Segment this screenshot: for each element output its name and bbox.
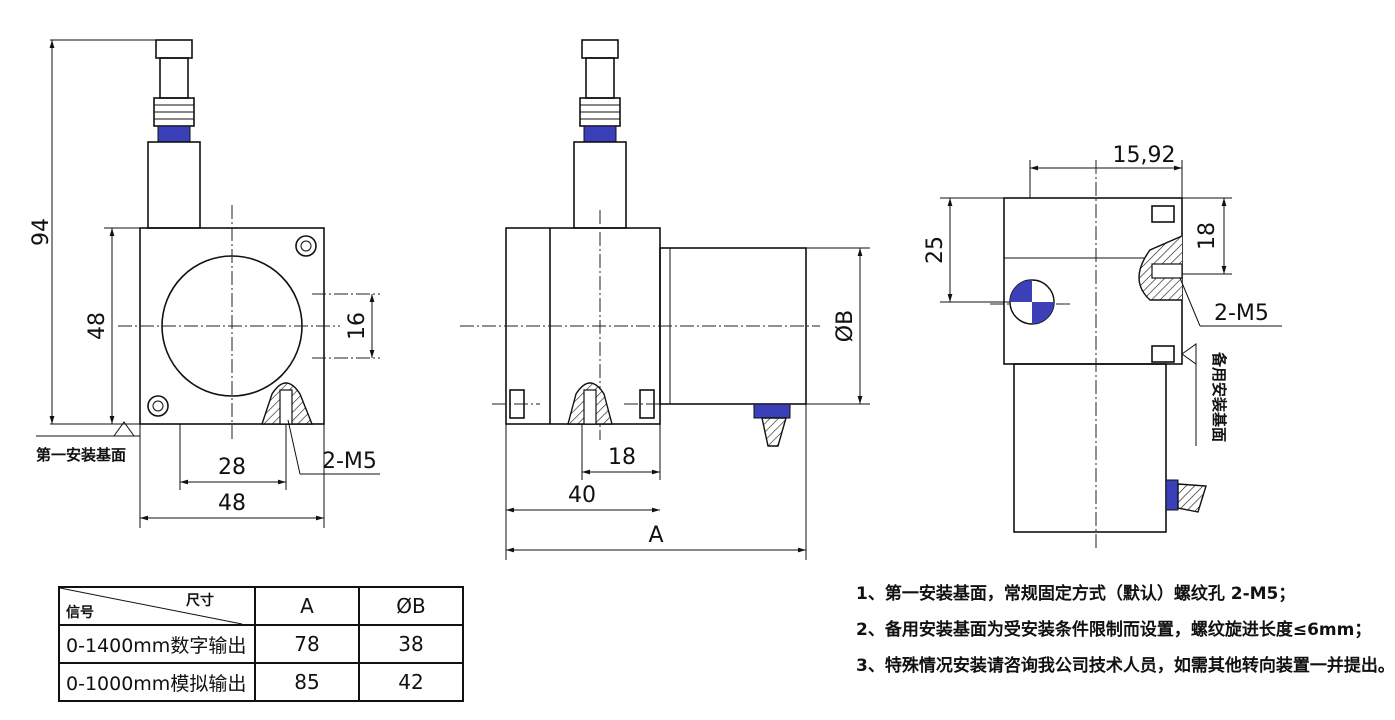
- table-corner-header: 信号 尺寸: [58, 586, 256, 626]
- front-thread-label: 2-M5: [322, 449, 377, 474]
- rope-outlet-ring: [157, 125, 191, 143]
- table-row: 0-1400mm数字输出 78 38: [58, 624, 464, 664]
- top-dim-25-text: 25: [923, 236, 948, 264]
- row-label: 0-1400mm数字输出: [58, 624, 256, 664]
- side-view: 18 40 A ØB: [460, 39, 870, 560]
- top-dim-18-text: 18: [1195, 222, 1220, 250]
- side-dim-a-text: A: [648, 523, 663, 548]
- header-diagonal: [59, 587, 243, 625]
- row-b-value: 42: [358, 662, 464, 702]
- col-b-header: ØB: [358, 586, 464, 626]
- dim-16-text: 16: [345, 312, 370, 340]
- top-thread-label: 2-M5: [1214, 301, 1269, 326]
- first-base-label: 第一安装基面: [36, 446, 126, 464]
- installation-notes: 1、第一安装基面，常规固定方式（默认）螺纹孔 2-M5； 2、备用安装基面为受安…: [856, 576, 1395, 684]
- table-row: 0-1000mm模拟输出 85 42: [58, 662, 464, 702]
- row-a-value: 78: [254, 624, 360, 664]
- dim-48-horizontal-text: 48: [218, 491, 246, 516]
- dim-94-text: 94: [29, 218, 54, 246]
- front-view: 94 48 16 第一安装基面 28 2-M5 48: [29, 39, 380, 528]
- alt-base-label: 备用安装基面: [1210, 351, 1228, 442]
- row-label: 0-1000mm模拟输出: [58, 662, 256, 702]
- note-item: 3、特殊情况安装请咨询我公司技术人员，如需其他转向装置一并提出。: [856, 656, 1395, 676]
- top-view: 15,92 25 18 2-M5 备用安装基面: [923, 143, 1282, 548]
- note-item: 2、备用安装基面为受安装条件限制而设置，螺纹旋进长度≤6mm；: [856, 620, 1372, 640]
- row-b-value: 38: [358, 624, 464, 664]
- side-dim-40-text: 40: [568, 483, 596, 508]
- note-item: 1、第一安装基面，常规固定方式（默认）螺纹孔 2-M5；: [856, 584, 1296, 604]
- header-signal-label: 信号: [66, 605, 94, 621]
- top-dim-15-92-text: 15,92: [1113, 143, 1176, 168]
- dim-28-text: 28: [218, 455, 246, 480]
- col-a-header: A: [254, 586, 360, 626]
- row-a-value: 85: [254, 662, 360, 702]
- top-motor: [1013, 363, 1167, 533]
- technical-drawing: 94 48 16 第一安装基面 28 2-M5 48: [29, 39, 1282, 560]
- spec-table: 信号 尺寸 A ØB 0-1400mm数字输出 78 38 0-1000mm模拟…: [58, 586, 464, 702]
- header-size-label: 尺寸: [186, 593, 214, 609]
- side-dim-phib-text: ØB: [833, 310, 858, 342]
- dim-48-vertical-text: 48: [85, 312, 110, 340]
- side-dim-18-text: 18: [608, 445, 636, 470]
- table-header-row: 信号 尺寸 A ØB: [58, 586, 464, 626]
